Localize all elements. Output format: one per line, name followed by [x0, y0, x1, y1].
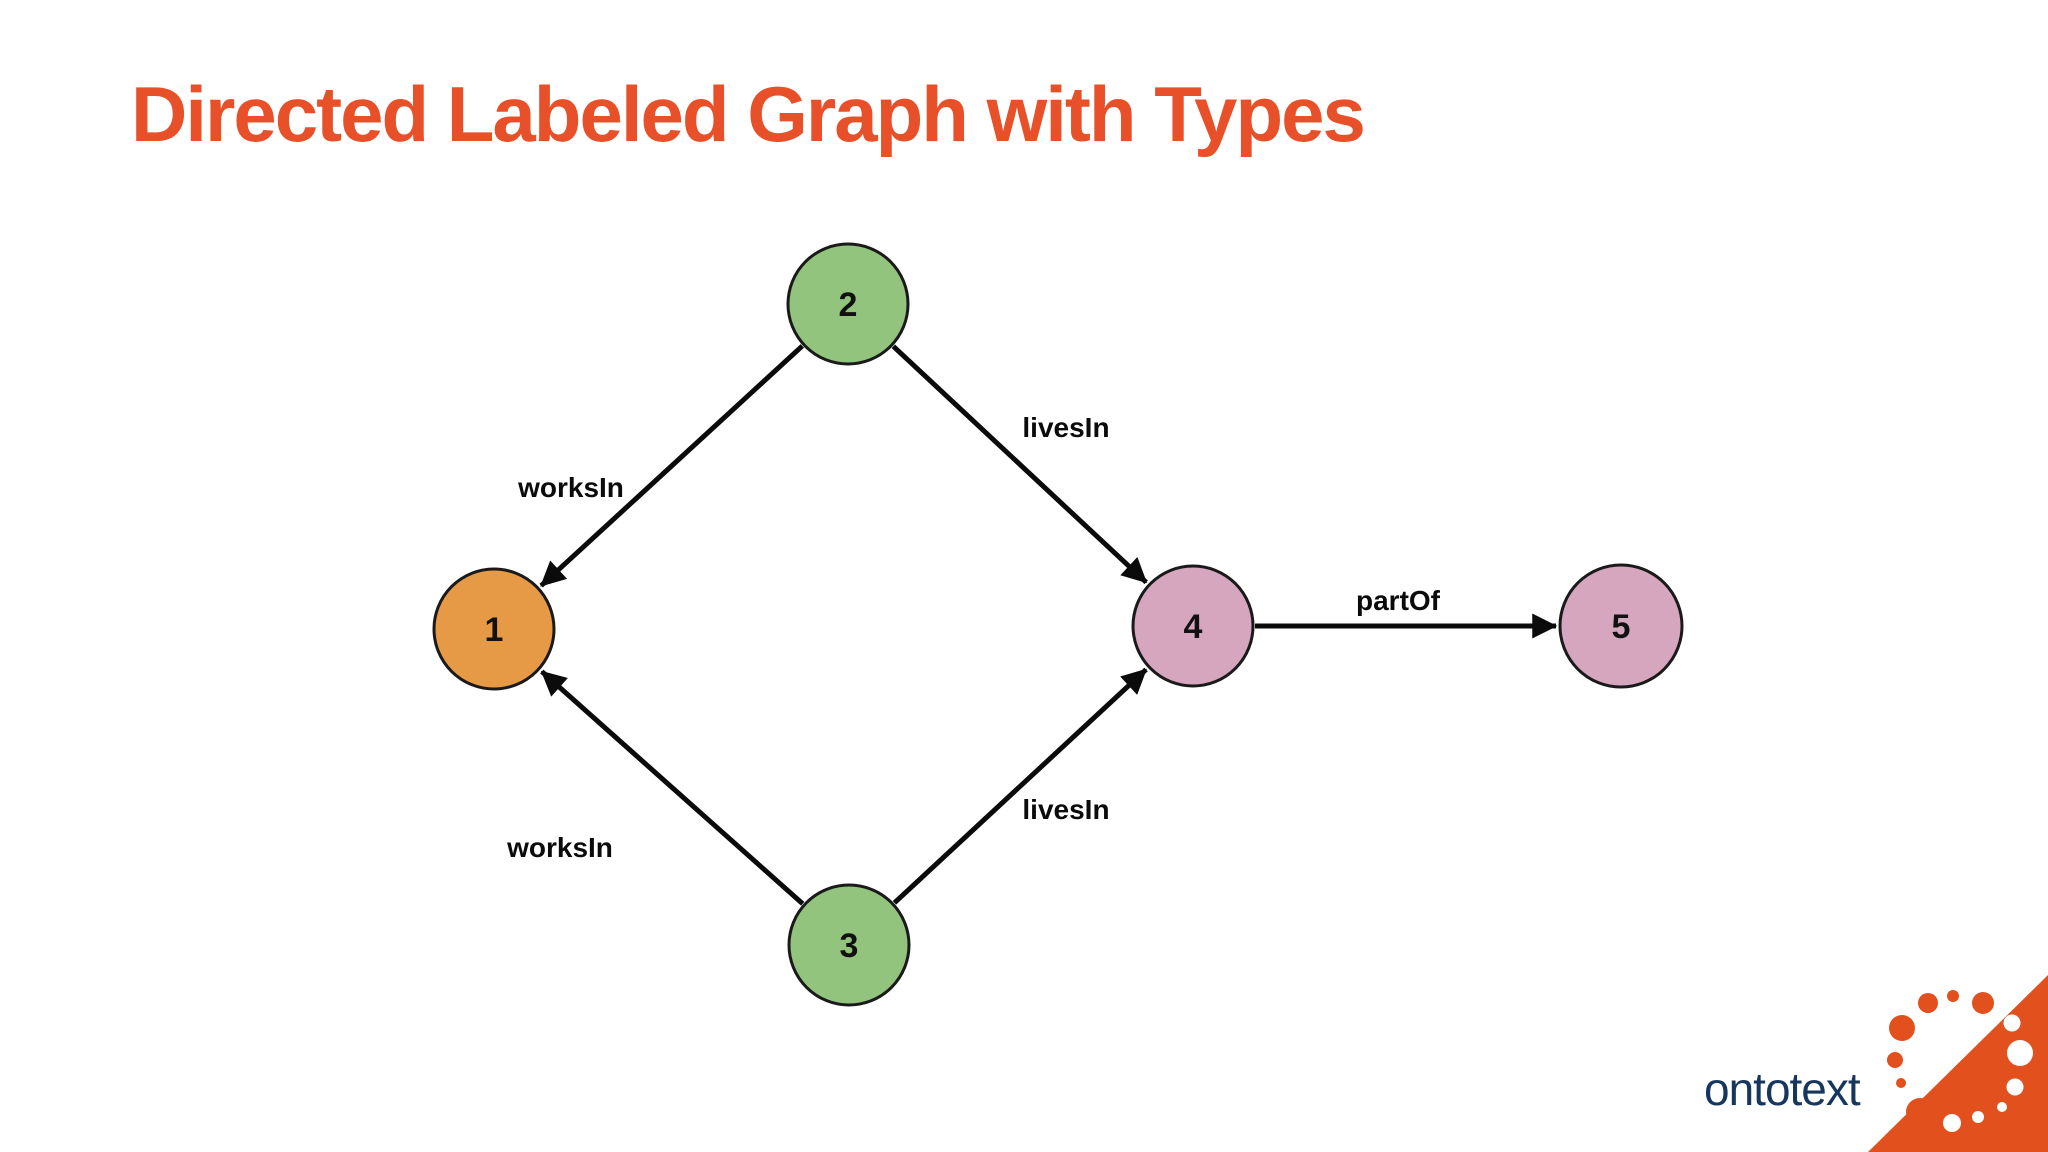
- slide-title: Directed Labeled Graph with Types: [131, 70, 1366, 158]
- logo-dot: [1943, 1114, 1961, 1132]
- ontotext-logo-mark-icon: [1868, 975, 2048, 1152]
- ontotext-wordmark: ontotext: [1704, 1063, 1861, 1115]
- node-label-1: 1: [485, 611, 504, 649]
- logo-dot: [1889, 1015, 1915, 1041]
- edge-2-4: [891, 344, 1148, 585]
- edge-label-2-1: worksIn: [517, 472, 624, 503]
- edge-label-2-4: livesIn: [1022, 412, 1109, 443]
- node-circle-4: [1131, 564, 1255, 688]
- node-label-2: 2: [839, 286, 858, 324]
- node-circle-5: [1558, 563, 1684, 689]
- logo-dot: [1947, 990, 1959, 1002]
- edge-3-1: [540, 669, 805, 906]
- edge-label-4-5: partOf: [1356, 585, 1441, 616]
- logo-dot: [1918, 993, 1938, 1013]
- edge-label-3-4: livesIn: [1022, 794, 1109, 825]
- node-label-5: 5: [1612, 608, 1631, 646]
- logo-dot: [1997, 1102, 2007, 1112]
- logo-dot: [1906, 1098, 1934, 1126]
- logo-dot: [2006, 1078, 2024, 1096]
- edge-3-4: [892, 667, 1148, 905]
- node-circle-3: [787, 883, 911, 1007]
- node-label-3: 3: [840, 927, 859, 965]
- node-circle-2: [786, 242, 910, 366]
- edges-layer: [539, 344, 1558, 906]
- logo-dot: [1972, 1111, 1984, 1123]
- logo-dot: [1896, 1078, 1906, 1088]
- nodes-layer: 1 2 3 4 5: [432, 242, 1684, 1007]
- node-circle-1: [432, 567, 556, 691]
- node-label-4: 4: [1184, 608, 1203, 646]
- logo-dot: [1887, 1052, 1903, 1068]
- edge-2-1: [539, 344, 805, 588]
- logo-dot: [2003, 1014, 2021, 1032]
- edge-labels-layer: worksIn livesIn worksIn livesIn partOf: [506, 412, 1441, 863]
- logo-dot: [1972, 992, 1994, 1014]
- edge-label-3-1: worksIn: [506, 832, 613, 863]
- logo-dot: [2007, 1040, 2033, 1066]
